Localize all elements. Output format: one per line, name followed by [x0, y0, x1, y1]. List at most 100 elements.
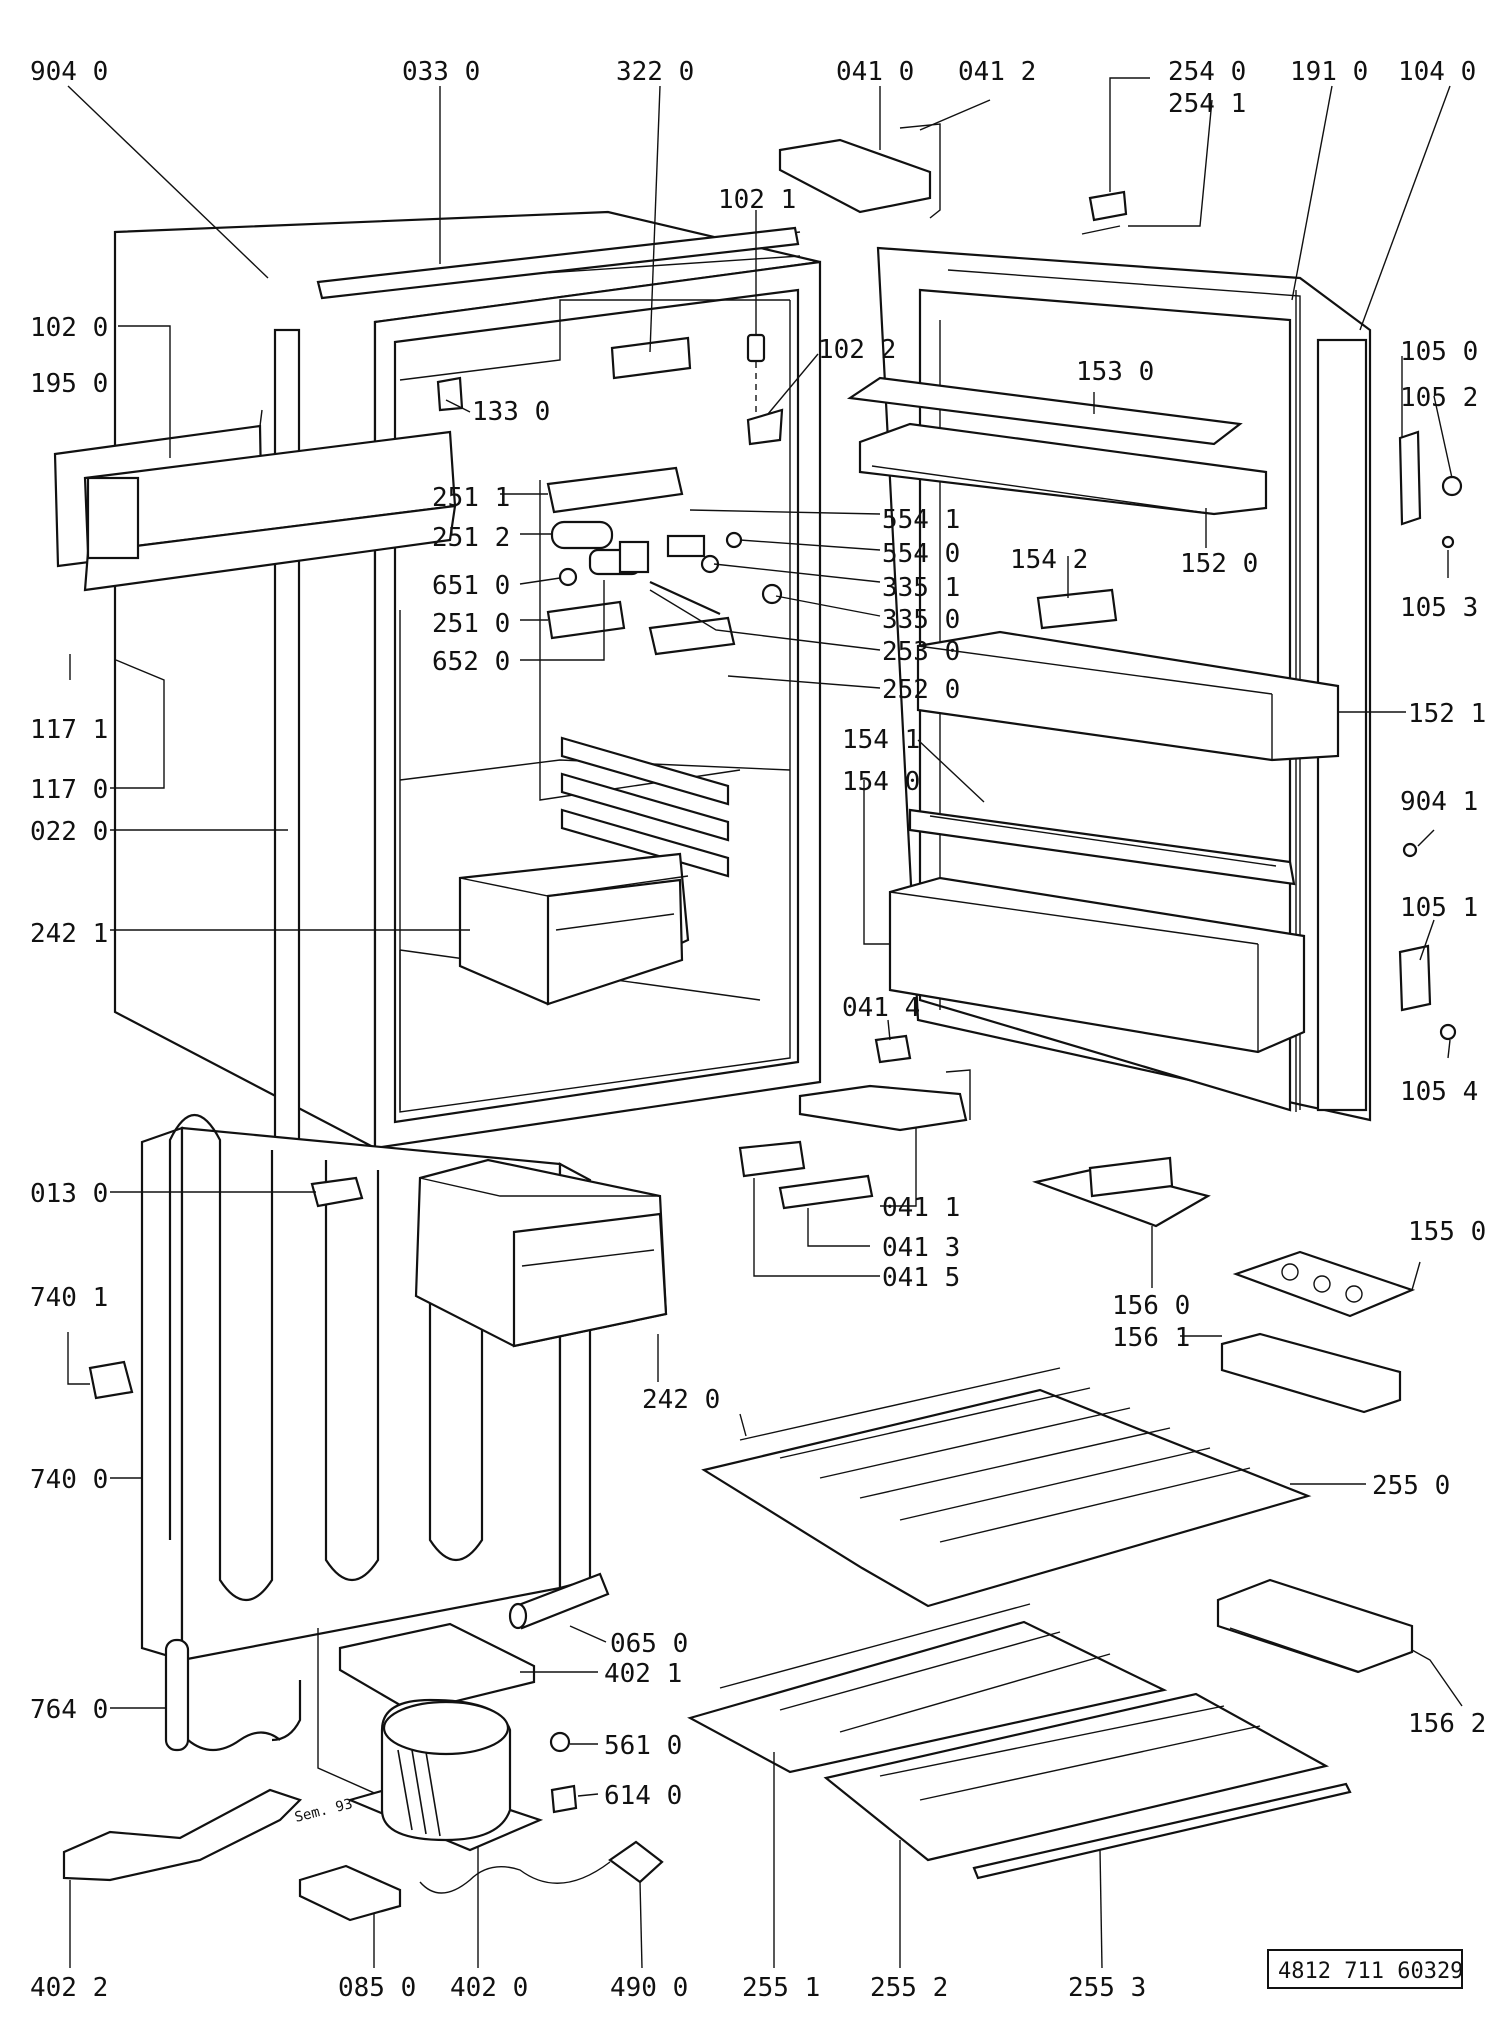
label-764-0: 764 0: [30, 1695, 108, 1725]
compressor-402-0: [346, 1698, 544, 1852]
base-tray-402-1: [317, 1622, 536, 1801]
label-255-2: 255 2: [870, 1973, 948, 2003]
dryer-764: [164, 1638, 302, 1752]
label-154-0: 154 0: [842, 767, 920, 797]
drawer-242-0: [414, 1158, 668, 1348]
label-153-0: 153 0: [1076, 357, 1154, 387]
label-904-0: 904 0: [30, 57, 108, 87]
label-195-0: 195 0: [30, 369, 108, 399]
document-number-box: [1267, 1949, 1463, 1989]
label-254-0: 254 0: [1168, 57, 1246, 87]
plate-013: [310, 1176, 364, 1208]
leader-lines: [67, 77, 1463, 1969]
crisper-242-1: [458, 852, 690, 1006]
label-652-0: 652 0: [432, 647, 510, 677]
butter-dish-156-0: [1032, 1156, 1211, 1228]
label-402-0: 402 0: [450, 1973, 528, 2003]
lamp-102-1: [746, 333, 766, 363]
grommet-561: [549, 1731, 571, 1753]
label-155-0: 155 0: [1408, 1217, 1486, 1247]
foot-085: [298, 1864, 402, 1922]
label-490-0: 490 0: [610, 1973, 688, 2003]
label-335-1: 335 1: [882, 573, 960, 603]
label-041-5: 041 5: [882, 1263, 960, 1293]
thermostat-assembly: [546, 466, 783, 656]
tube-065: [508, 1572, 610, 1630]
label-251-1: 251 1: [432, 483, 510, 513]
label-904-1: 904 1: [1400, 787, 1478, 817]
label-191-0: 191 0: [1290, 57, 1368, 87]
door-shelf-152-1: [916, 630, 1340, 762]
label-253-0: 253 0: [882, 637, 960, 667]
label-013-0: 013 0: [30, 1179, 108, 1209]
label-022-0: 022 0: [30, 817, 108, 847]
label-651-0: 651 0: [432, 571, 510, 601]
label-740-1: 740 1: [30, 1283, 108, 1313]
label-254-1: 254 1: [1168, 89, 1246, 119]
shelf-clip-154-2: [1036, 588, 1118, 630]
label-156-2: 156 2: [1408, 1709, 1486, 1739]
label-041-0: 041 0: [836, 57, 914, 87]
label-133-0: 133 0: [472, 397, 550, 427]
label-322-0: 322 0: [616, 57, 694, 87]
top-hinge-041: [778, 123, 941, 219]
control-panel: [53, 409, 457, 592]
label-252-0: 252 0: [882, 675, 960, 705]
label-033-0: 033 0: [402, 57, 480, 87]
label-102-0: 102 0: [30, 313, 108, 343]
label-242-1: 242 1: [30, 919, 108, 949]
bottle-guard-154-1: [908, 808, 1296, 886]
label-117-1: 117 1: [30, 715, 108, 745]
label-255-1: 255 1: [742, 1973, 820, 2003]
label-614-0: 614 0: [604, 1781, 682, 1811]
bracket-322: [610, 336, 692, 380]
label-102-1: 102 1: [718, 185, 796, 215]
label-041-2: 041 2: [958, 57, 1036, 87]
clip-740-1: [88, 1360, 134, 1400]
label-102-2: 102 2: [818, 335, 896, 365]
label-104-0: 104 0: [1398, 57, 1476, 87]
stamp-text: Sem. 93: [293, 1796, 354, 1826]
label-154-1: 154 1: [842, 725, 920, 755]
label-251-0: 251 0: [432, 609, 510, 639]
label-255-0: 255 0: [1372, 1471, 1450, 1501]
label-156-0: 156 0: [1112, 1291, 1190, 1321]
label-105-1: 105 1: [1400, 893, 1478, 923]
label-554-0: 554 0: [882, 539, 960, 569]
bottom-hinge-parts: [738, 1034, 971, 1210]
glass-shelf-255-1: [687, 1603, 1168, 1774]
document-number: 4812 711 60329: [1278, 1959, 1463, 1984]
label-402-2: 402 2: [30, 1973, 108, 2003]
door-hinge-parts: [1398, 430, 1463, 1041]
door-bin-154-0: [888, 876, 1306, 1054]
label-251-2: 251 2: [432, 523, 510, 553]
egg-tray-155-0: [1232, 1250, 1416, 1318]
label-152-0: 152 0: [1180, 549, 1258, 579]
label-065-0: 065 0: [610, 1629, 688, 1659]
label-105-4: 105 4: [1400, 1077, 1478, 1107]
label-554-1: 554 1: [882, 505, 960, 535]
label-740-0: 740 0: [30, 1465, 108, 1495]
part-number-labels: 904 0 033 0 322 0 041 0 041 2 254 0 254 …: [30, 57, 1486, 2003]
lamp-cover-102-2: [746, 408, 784, 446]
glass-shelf-255-2: [823, 1692, 1330, 1862]
glass-shelf-255-0: [701, 1367, 1312, 1608]
label-335-0: 335 0: [882, 605, 960, 635]
label-152-1: 152 1: [1408, 699, 1486, 729]
label-105-2: 105 2: [1400, 383, 1478, 413]
label-105-0: 105 0: [1400, 337, 1478, 367]
label-402-1: 402 1: [604, 1659, 682, 1689]
top-cover-strip: [316, 226, 800, 300]
shelf-rails: [560, 736, 730, 878]
label-041-3: 041 3: [882, 1233, 960, 1263]
label-105-3: 105 3: [1400, 593, 1478, 623]
base-bracket-402-2: [62, 1788, 303, 1882]
label-117-0: 117 0: [30, 775, 108, 805]
shelf-trim-255-3: [972, 1782, 1352, 1880]
door-shelf-153: [846, 376, 1268, 516]
label-085-0: 085 0: [338, 1973, 416, 2003]
label-156-1: 156 1: [1112, 1323, 1190, 1353]
relay-614: [550, 1784, 578, 1814]
